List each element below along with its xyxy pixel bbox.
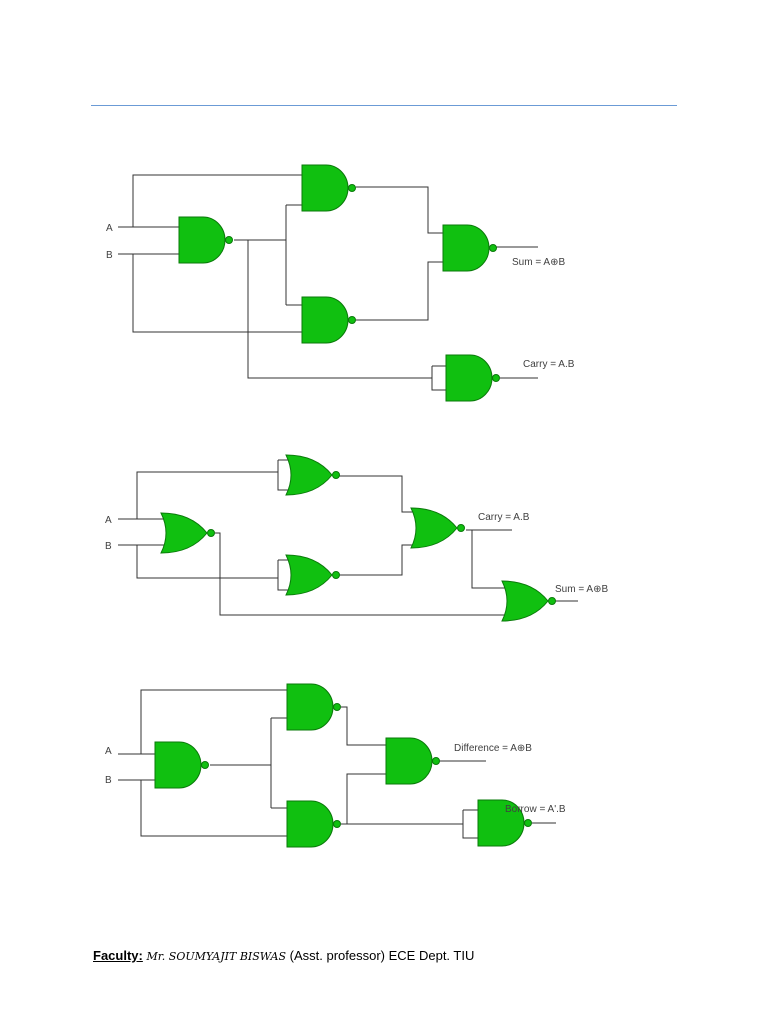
faculty-colon: : xyxy=(138,948,143,963)
circuit-nand-half-adder: A B Sum = A⊕B Carry = A.B xyxy=(106,164,575,402)
nand-gate-2 xyxy=(286,683,341,731)
nand-gate-4 xyxy=(442,224,497,272)
circuit-nor-half-adder: A B Carry = A.B Sum = A⊕B xyxy=(105,454,608,622)
nor-gate-5 xyxy=(501,580,556,622)
nand-gate-3 xyxy=(301,296,356,344)
wire xyxy=(136,545,278,579)
faculty-name: Mr. SOUMYAJIT BISWAS xyxy=(146,950,287,963)
circuit-nand-half-subtractor: A B Difference = A⊕B Borrow = A'.B xyxy=(105,683,566,848)
borrow-output-label: Borrow = A'.B xyxy=(505,804,566,815)
wire xyxy=(132,174,302,227)
input-a-label: A xyxy=(106,223,113,234)
nand-gate-4 xyxy=(385,737,440,785)
wire xyxy=(338,544,414,576)
wire xyxy=(132,254,302,333)
nand-gate-1 xyxy=(154,741,209,789)
input-b-label: B xyxy=(105,775,112,786)
wire xyxy=(140,780,287,837)
wire xyxy=(356,186,443,234)
nand-gate-2 xyxy=(301,164,356,212)
wire xyxy=(338,475,414,513)
wire xyxy=(356,261,443,321)
wire xyxy=(462,809,478,839)
input-b-label: B xyxy=(106,250,113,261)
faculty-footer: Faculty: Mr. SOUMYAJIT BISWAS (Asst. pro… xyxy=(93,948,474,963)
wire xyxy=(341,706,386,746)
wire xyxy=(277,459,290,491)
wire xyxy=(136,471,278,519)
header-rule xyxy=(91,105,677,106)
faculty-label: Faculty xyxy=(93,948,139,963)
nand-gate-5 xyxy=(445,354,500,402)
nor-gate-2 xyxy=(285,454,340,496)
nor-gate-4 xyxy=(410,507,465,549)
carry-output-label: Carry = A.B xyxy=(523,359,575,370)
wire xyxy=(431,365,446,391)
wire xyxy=(341,773,386,825)
input-a-label: A xyxy=(105,746,112,757)
nor-gate-3 xyxy=(285,554,340,596)
faculty-designation: (Asst. professor) ECE Dept. TIU xyxy=(289,948,475,963)
input-b-label: B xyxy=(105,541,112,552)
sum-output-label: Sum = A⊕B xyxy=(555,584,608,595)
nand-gate-1 xyxy=(178,216,233,264)
difference-output-label: Difference = A⊕B xyxy=(454,743,532,754)
input-a-label: A xyxy=(105,515,112,526)
wire xyxy=(471,530,508,589)
nand-gate-3 xyxy=(286,800,341,848)
wire xyxy=(277,559,290,591)
wire xyxy=(140,689,287,754)
carry-output-label: Carry = A.B xyxy=(478,512,530,523)
wire xyxy=(247,240,432,379)
nor-gate-1 xyxy=(160,512,215,554)
nand-gate-5 xyxy=(477,799,532,847)
wire xyxy=(215,532,505,616)
sum-output-label: Sum = A⊕B xyxy=(512,257,565,268)
